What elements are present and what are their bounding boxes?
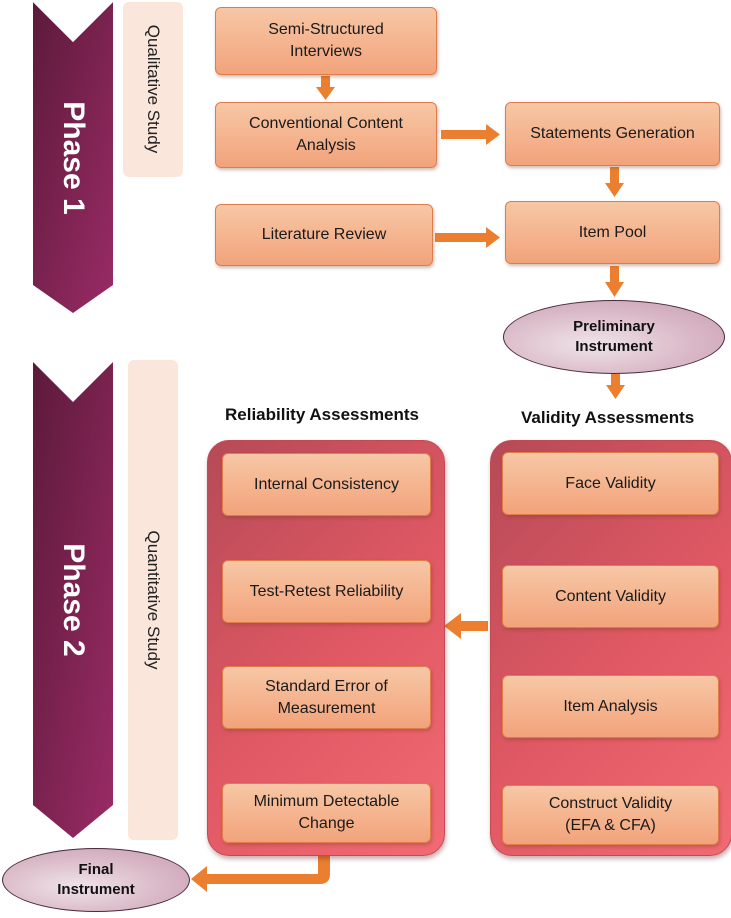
preliminary-instrument-node: Preliminary Instrument [503,300,725,374]
phase1-banner [33,2,113,313]
final-instrument-node: Final Instrument [2,848,190,912]
phase2-label: Phase 2 [57,543,90,657]
face-validity-box: Face Validity [502,452,719,515]
minimum-detectable-change-box: Minimum Detectable Change [222,783,431,843]
statements-generation-box: Statements Generation [505,102,720,166]
test-retest-reliability-box: Test-Retest Reliability [222,560,431,623]
qualitative-study-box [123,2,183,177]
qualitative-study-label: Qualitative Study [144,24,163,154]
standard-error-of-measurement-box: Standard Error of Measurement [222,666,431,729]
validity-heading: Validity Assessments [521,408,695,427]
phase1-label: Phase 1 [57,101,90,215]
semi-structured-interviews-box: Semi-Structured Interviews [215,7,437,75]
item-analysis-box: Item Analysis [502,675,719,738]
quantitative-study-box [128,360,178,840]
phase2-banner [33,362,113,838]
content-validity-box: Content Validity [502,565,719,628]
flow-arrows [191,76,625,892]
reliability-heading: Reliability Assessments [225,405,420,424]
internal-consistency-box: Internal Consistency [222,453,431,516]
construct-validity-box: Construct Validity (EFA & CFA) [502,785,719,845]
item-pool-box: Item Pool [505,201,720,264]
literature-review-box: Literature Review [215,204,433,266]
quantitative-study-label: Quantitative Study [144,530,163,670]
conventional-content-analysis-box: Conventional Content Analysis [215,102,437,168]
